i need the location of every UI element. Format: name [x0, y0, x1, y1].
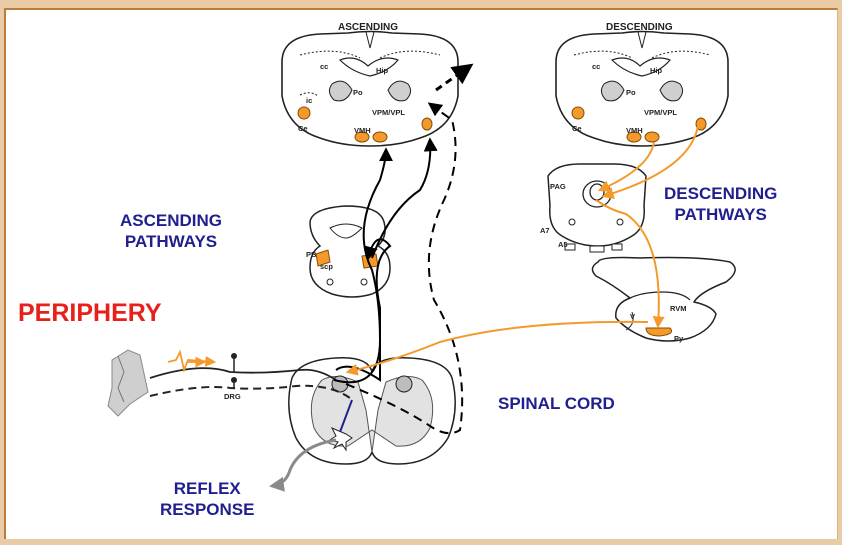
- spinal-cord-label: SPINAL CORD: [498, 393, 615, 414]
- midbrain-pag-section: [548, 164, 646, 252]
- label-hip: Hip: [376, 66, 388, 75]
- descending-pathways-line1: DESCENDING: [664, 183, 777, 204]
- label-pb: PB: [306, 250, 316, 259]
- medulla-rvm-section: [592, 258, 735, 342]
- label-vmh: VMH: [354, 126, 371, 135]
- label-rvm: RVM: [670, 304, 687, 313]
- label-a7: A7: [540, 226, 550, 235]
- label-v: V: [630, 312, 635, 321]
- label-po-right: Po: [626, 88, 636, 97]
- descending-pathways-line2: PATHWAYS: [664, 204, 777, 225]
- reflex-line2: RESPONSE: [160, 499, 254, 520]
- label-po: Po: [353, 88, 363, 97]
- periphery-label: PERIPHERY: [18, 298, 162, 329]
- pons-pb-section: [310, 206, 390, 297]
- label-ce: Ce: [298, 124, 308, 133]
- label-ic: ic: [306, 96, 312, 105]
- descending-pathways-label: DESCENDING PATHWAYS: [664, 183, 777, 226]
- label-vmh-right: VMH: [626, 126, 643, 135]
- label-hip-right: Hip: [650, 66, 662, 75]
- label-py: Py: [674, 334, 683, 343]
- descending-section-title: DESCENDING: [606, 22, 673, 33]
- ascending-section-title: ASCENDING: [338, 22, 398, 33]
- label-a5: A5: [558, 240, 568, 249]
- label-cc-right: cc: [592, 62, 600, 71]
- ascending-pathways-label: ASCENDING PATHWAYS: [120, 210, 222, 253]
- reflex-response-label: REFLEX RESPONSE: [160, 478, 254, 521]
- label-ce-right: Ce: [572, 124, 582, 133]
- label-vpm-vpl: VPM/VPL: [372, 108, 405, 117]
- reflex-line1: REFLEX: [160, 478, 254, 499]
- label-drg: DRG: [224, 392, 241, 401]
- label-cc: cc: [320, 62, 328, 71]
- label-scp: scp: [320, 262, 333, 271]
- label-vpm-vpl-right: VPM/VPL: [644, 108, 677, 117]
- ascending-pathways-line1: ASCENDING: [120, 210, 222, 231]
- label-pag: PAG: [550, 182, 566, 191]
- ascending-pathways-line2: PATHWAYS: [120, 231, 222, 252]
